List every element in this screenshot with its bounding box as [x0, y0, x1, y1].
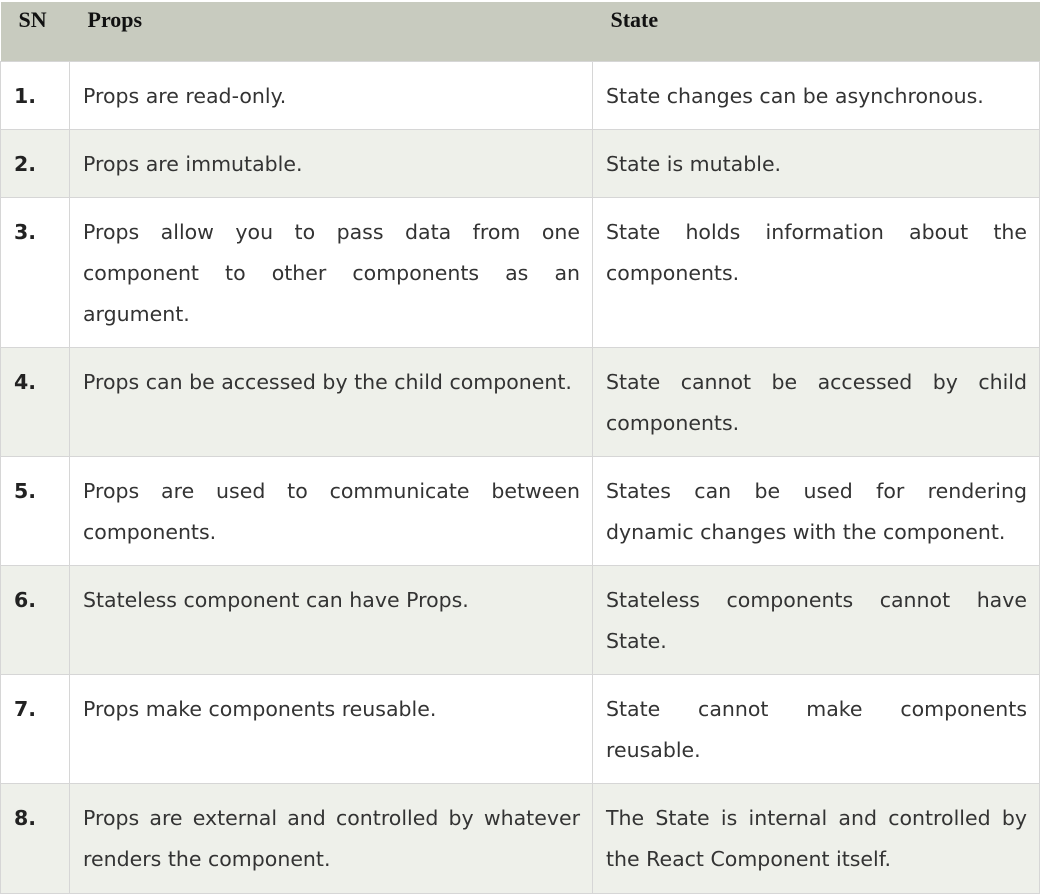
props-cell: Props make components reusable.	[69, 673, 593, 784]
row-number: 2.	[0, 128, 70, 198]
row-number: 6.	[0, 564, 70, 675]
state-cell: State changes can be asynchronous.	[592, 60, 1040, 130]
table-row: 8. Props are external and controlled by …	[0, 782, 1040, 894]
state-cell: The State is internal and controlled by …	[592, 782, 1040, 894]
row-number: 1.	[0, 60, 70, 130]
state-cell: State cannot make components reusable.	[592, 673, 1040, 784]
state-cell: State is mutable.	[592, 128, 1040, 198]
props-cell: Props allow you to pass data from one co…	[69, 196, 593, 348]
table-row: 3. Props allow you to pass data from one…	[0, 196, 1040, 348]
row-number: 5.	[0, 455, 70, 566]
table-row: 1. Props are read-only. State changes ca…	[0, 60, 1040, 130]
header-sn: SN	[0, 2, 70, 61]
table-header: SN Props State	[0, 2, 1040, 61]
props-cell: Props are immutable.	[69, 128, 593, 198]
row-number: 7.	[0, 673, 70, 784]
table-row: 6. Stateless component can have Props. S…	[0, 564, 1040, 675]
state-cell: State holds information about the compon…	[592, 196, 1040, 348]
props-cell: Props can be accessed by the child compo…	[69, 346, 593, 457]
table-row: 2. Props are immutable. State is mutable…	[0, 128, 1040, 198]
row-number: 8.	[0, 782, 70, 894]
row-number: 3.	[0, 196, 70, 348]
table-row: 7. Props make components reusable. State…	[0, 673, 1040, 784]
props-cell: Stateless component can have Props.	[69, 564, 593, 675]
row-number: 4.	[0, 346, 70, 457]
table-body: 1. Props are read-only. State changes ca…	[0, 60, 1040, 894]
props-cell: Props are read-only.	[69, 60, 593, 130]
table-row: 4. Props can be accessed by the child co…	[0, 346, 1040, 457]
header-props: Props	[69, 2, 593, 61]
header-row: SN Props State	[0, 2, 1040, 61]
props-cell: Props are external and controlled by wha…	[69, 782, 593, 894]
state-cell: State cannot be accessed by child compon…	[592, 346, 1040, 457]
header-state: State	[592, 2, 1040, 61]
props-cell: Props are used to communicate between co…	[69, 455, 593, 566]
state-cell: Stateless components cannot have State.	[592, 564, 1040, 675]
state-cell: States can be used for rendering dynamic…	[592, 455, 1040, 566]
table-row: 5. Props are used to communicate between…	[0, 455, 1040, 566]
